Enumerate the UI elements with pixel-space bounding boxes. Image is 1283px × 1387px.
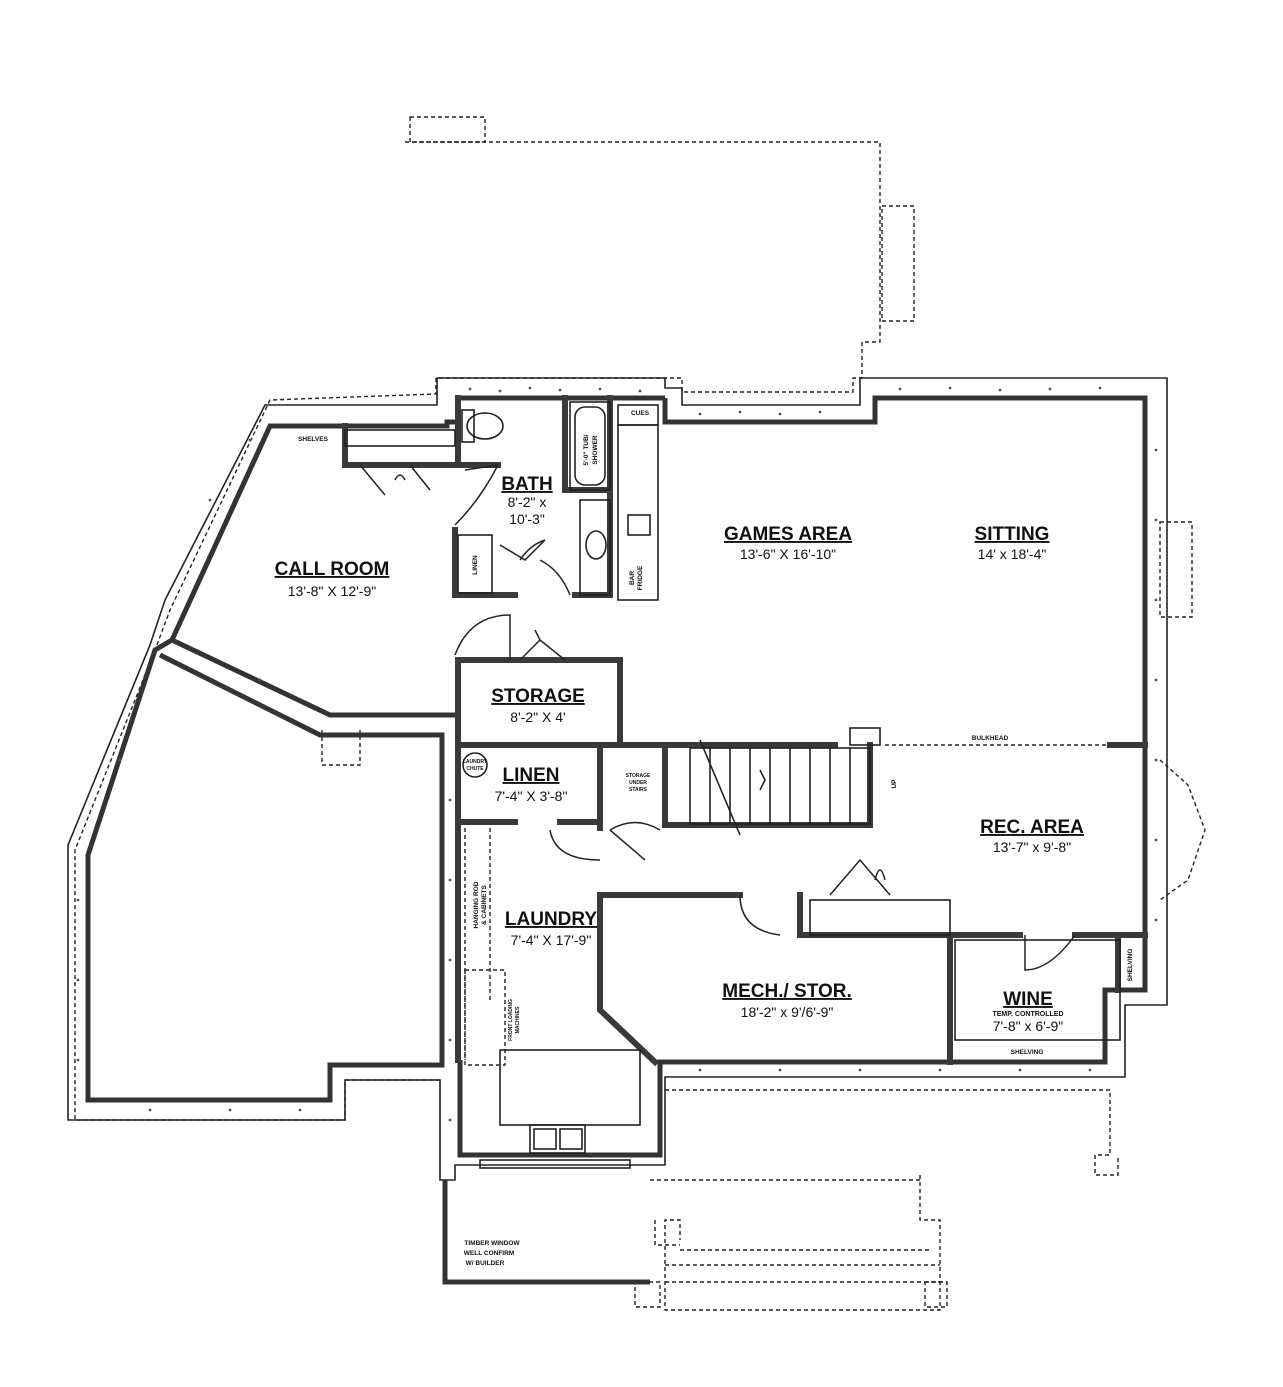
note-timber-3: W/ BUILDER <box>466 1260 505 1267</box>
note-bulkhead: BULKHEAD <box>972 735 1009 742</box>
note-shelving-bottom: SHELVING <box>1011 1049 1044 1056</box>
note-bar-fridge-1: BAR <box>629 571 636 585</box>
room-name-laundry: LAUNDRY <box>505 909 598 930</box>
note-cues: CUES <box>631 410 650 417</box>
note-shelves: SHELVES <box>298 436 329 443</box>
note-hanging-rod-1: HANGING ROD <box>473 881 480 928</box>
room-name-mech-stor: MECH./ STOR. <box>722 981 852 1002</box>
room-dims-bath-2: 10'-3" <box>509 511 545 527</box>
note-storage-under-2: UNDER <box>629 780 647 786</box>
room-dims-rec-area: 13'-7" x 9'-8" <box>993 839 1071 855</box>
room-dims-laundry: 7'-4" X 17'-9" <box>511 932 592 948</box>
room-name-rec-area: REC. AREA <box>980 817 1084 838</box>
doors <box>359 464 1076 971</box>
room-dims-games-area: 13'-6" X 16'-10" <box>740 546 836 562</box>
note-storage-under-1: STORAGE <box>626 773 651 779</box>
note-timber-1: TIMBER WINDOW <box>464 1240 520 1247</box>
note-timber-2: WELL CONFIRM <box>464 1250 514 1257</box>
note-shelving-side: SHELVING <box>1127 949 1134 982</box>
room-name-games-area: GAMES AREA <box>724 524 852 545</box>
note-front-loading-1: FRONT LOADING <box>508 999 514 1041</box>
note-tub-2: SHOWER <box>592 435 599 465</box>
room-name-storage: STORAGE <box>491 686 585 707</box>
stairs <box>689 739 871 836</box>
note-storage-under-3: STAIRS <box>629 787 648 793</box>
room-dims-wine: 7'-8" x 6'-9" <box>993 1018 1064 1034</box>
annotations: SHELVES CUES 5'-0" TUB/ SHOWER LINEN BAR… <box>298 410 1134 1267</box>
note-bar-fridge-2: FRIDGE <box>637 565 644 590</box>
room-dims-sitting: 14' x 18'-4" <box>978 546 1047 562</box>
room-name-sitting: SITTING <box>975 524 1050 545</box>
room-dims-mech-stor: 18'-2" x 9'/6'-9" <box>741 1004 834 1020</box>
room-name-bath: BATH <box>501 474 552 495</box>
room-dims-linen: 7'-4" X 3'-8" <box>495 788 568 804</box>
room-dims-bath: 8'-2" x <box>508 494 547 510</box>
room-note-wine: TEMP. CONTROLLED <box>992 1011 1063 1018</box>
note-front-loading-2: MACHINES <box>515 1006 521 1033</box>
room-name-call-room: CALL ROOM <box>275 559 390 580</box>
note-laundry-chute-2: CHUTE <box>466 766 484 772</box>
room-labels: CALL ROOM 13'-8" X 12'-9" BATH 8'-2" x 1… <box>275 474 1085 1034</box>
note-linen-closet: LINEN <box>472 555 479 575</box>
room-dims-call-room: 13'-8" X 12'-9" <box>288 583 376 599</box>
note-hanging-rod-2: & CABINETS <box>481 884 488 924</box>
room-name-wine: WINE <box>1003 989 1053 1010</box>
room-name-linen: LINEN <box>503 765 560 786</box>
exterior-dashed-outlines <box>74 116 1206 1311</box>
note-laundry-chute-1: LAUNDRY <box>463 759 488 765</box>
room-dims-storage: 8'-2" X 4' <box>510 709 565 725</box>
note-tub-1: 5'-0" TUB/ <box>583 434 590 465</box>
fixtures <box>344 401 1121 1285</box>
note-up: UP <box>891 779 898 789</box>
